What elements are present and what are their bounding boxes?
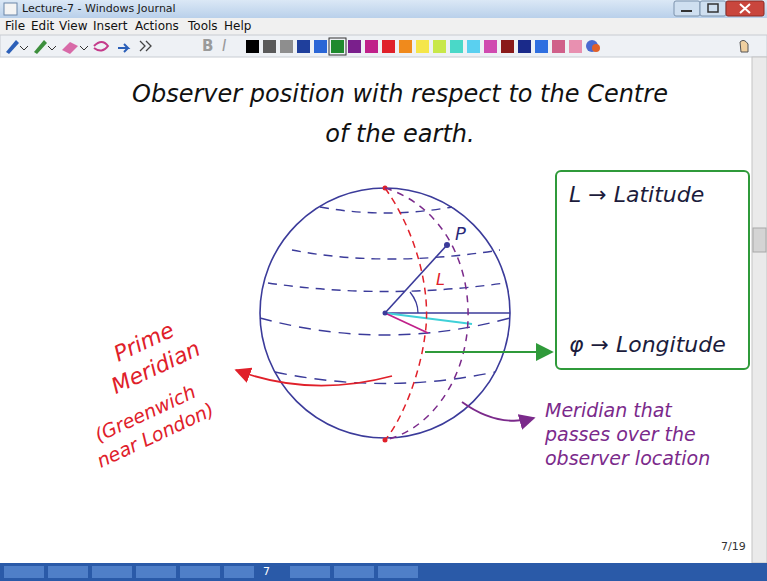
definition-text: L → Latitude: [569, 182, 704, 207]
menu-bar: [0, 18, 767, 35]
menu-item: Insert: [93, 19, 127, 34]
color-palette: [246, 38, 748, 55]
status-bar: [0, 563, 767, 581]
menu-item: View: [59, 19, 87, 34]
scrollbar: [752, 57, 767, 563]
page-number: 7/19: [721, 540, 746, 554]
leader-arrow: [425, 351, 552, 353]
app-icon: [4, 3, 17, 15]
leader-arrow: [462, 402, 534, 421]
menu-item: File: [5, 19, 25, 34]
meridian-note: (Greenwich near London): [72, 371, 228, 478]
angle-label: L: [436, 270, 445, 290]
menu-item: Tools: [188, 19, 218, 34]
slide-title: Observer position with respect to the Ce…: [130, 74, 670, 154]
leader-arrow: [236, 370, 392, 386]
meridian-note: Meridian that passes over the observer l…: [545, 398, 727, 470]
status-segments: [4, 566, 418, 578]
menu-item: Edit: [31, 19, 54, 34]
italic-button: I: [222, 37, 226, 56]
point-label: P: [455, 222, 466, 245]
window-title: Lecture-7 - Windows Journal: [22, 2, 176, 16]
menu-item: Actions: [135, 19, 179, 34]
toolbar-tools: [6, 40, 151, 54]
window-buttons: [674, 1, 764, 16]
title-bar: [0, 0, 767, 18]
definition-text: φ → Longitude: [569, 332, 726, 357]
earth-sphere: [260, 186, 510, 443]
toolbar: [0, 35, 767, 57]
page-tab: 7: [263, 565, 270, 579]
menu-item: Help: [224, 19, 251, 34]
bold-button: B: [202, 37, 213, 56]
scroll-thumb: [753, 228, 766, 252]
definition-box: L → Latitude φ → Longitude: [555, 170, 750, 370]
